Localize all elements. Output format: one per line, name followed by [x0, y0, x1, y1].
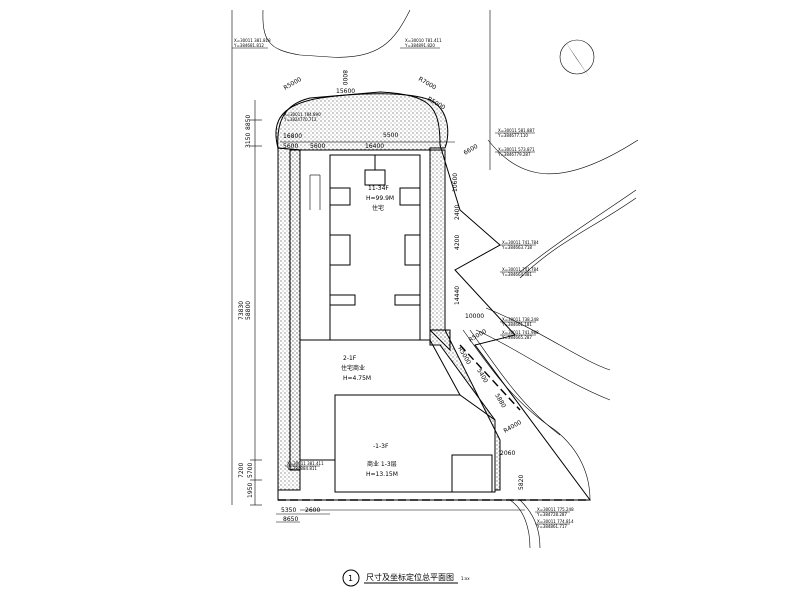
- dim-bottom-a: 5350: [281, 507, 296, 514]
- coord-c12-x: X=30011 774.814: [537, 519, 574, 524]
- coord-c7-x: X=30011 741.784: [502, 267, 539, 272]
- landscape-belt-east: [429, 149, 501, 491]
- drawing-number: 1: [348, 574, 353, 583]
- coord-c9-y: Y=384665.287: [501, 335, 532, 340]
- dim-right-g: 2060: [500, 450, 515, 457]
- drawing-number-circle: [342, 569, 360, 587]
- coord-c12-y: Y=384861.717: [536, 524, 567, 529]
- coord-c8-x: X=30011 738.248: [502, 317, 539, 322]
- dim-bottom-b: 2600: [305, 507, 320, 514]
- podium-label-3: H=4.75M: [343, 375, 371, 382]
- dim-right-f: 10000: [465, 313, 484, 320]
- coord-c5-x: X=30011 573.871: [498, 147, 535, 152]
- dim-main-height: 58800: [245, 301, 252, 320]
- dim-top-b: 3150: [245, 133, 252, 148]
- dim-total-height: 73830: [238, 301, 245, 320]
- dim-right-b: 10600: [452, 173, 459, 192]
- north-arrow-icon: [559, 39, 595, 78]
- coord-c6-y: Y=384663.718: [501, 245, 532, 250]
- coord-c1-y: Y=384681.812: [233, 43, 264, 48]
- red-line-diag: [459, 344, 521, 411]
- dim-diag-e: R4000: [503, 419, 523, 435]
- dim-right-h: 5820: [518, 475, 525, 490]
- dim-bot-b: 5700: [247, 463, 254, 478]
- podium-label-2: 住宅商业: [341, 364, 365, 372]
- coord-c11-y: Y=384728.287: [536, 512, 567, 517]
- dim-arc-r2: 8000: [341, 70, 348, 85]
- coord-c4-x: X=30011 581.887: [498, 128, 535, 133]
- dim-bot-c: 1950: [247, 483, 254, 498]
- coord-c3-y: Y=3824770.712: [283, 117, 317, 122]
- dim-top-w1: 16800: [283, 133, 302, 140]
- drawing-title-text: 尺寸及坐标定位总平面图: [366, 572, 454, 582]
- dim-diag-a: 5400: [475, 368, 489, 385]
- dim-right-a: 6600: [463, 143, 480, 157]
- tower-label-2: H=99.9M: [366, 195, 394, 202]
- dim-top-w2: 5600: [283, 143, 298, 150]
- south-building-annex: [451, 454, 493, 493]
- coord-c9-x: X=30011 741.988: [502, 330, 539, 335]
- dim-diag-b: 5880: [493, 393, 507, 410]
- coord-c8-y: Y=384661.181: [501, 322, 532, 327]
- coord-c10-x: X=30011 381.411: [287, 461, 324, 466]
- tower-label-3: 住宅: [372, 204, 384, 212]
- dim-bot-a: 7200: [238, 463, 245, 478]
- dim-arc-r1: 15600: [336, 88, 355, 95]
- coord-c7-y: Y=384664.381: [501, 272, 532, 277]
- coord-c3-x: X=30011 784.890: [284, 112, 321, 117]
- coord-c4-y: Y=384677.110: [497, 133, 528, 138]
- south-label-1: -1-3F: [373, 443, 389, 450]
- podium-footprint: [299, 339, 461, 461]
- dim-arc-r4: R5000: [283, 76, 303, 92]
- south-label-2: 商业 1-3层: [367, 460, 397, 468]
- landscape-belt-outer: [277, 147, 301, 491]
- dim-arc-r3: R7000: [417, 76, 437, 92]
- drawing-title: 1 尺寸及坐标定位总平面图 1:xx: [342, 569, 470, 587]
- drawing-scale: 1:xx: [461, 576, 470, 581]
- dim-top-w4: 16400: [365, 143, 384, 150]
- tower-footprint: [309, 154, 421, 341]
- south-building-footprint: [334, 394, 496, 493]
- dim-right-c: 2400: [454, 205, 461, 220]
- coord-c5-y: Y=3846779.287: [497, 152, 531, 157]
- coord-c2-y: Y=384891.820: [404, 43, 435, 48]
- dim-top-w5: 5500: [383, 132, 398, 139]
- dim-right-e: 14440: [454, 286, 461, 305]
- dimension-lines: [231, 10, 455, 523]
- site-boundary: [277, 91, 591, 501]
- dim-top-a: 8850: [245, 115, 252, 130]
- south-label-3: H=13.15M: [366, 471, 398, 478]
- podium-label-1: 2-1F: [343, 355, 357, 362]
- tower-label-1: 11-34F: [368, 185, 389, 192]
- landscape-belt: [275, 93, 451, 471]
- coord-c11-x: X=30011 775.248: [537, 507, 574, 512]
- coordinate-callouts: X=30011 381.818 Y=384681.812 X=30010 781…: [232, 38, 574, 529]
- road-lines: [262, 9, 639, 549]
- coord-c10-y: Y=384884.811: [286, 466, 317, 471]
- coord-c2-x: X=30010 781.411: [405, 38, 442, 43]
- dim-top-w3: 5600: [310, 143, 325, 150]
- coord-c6-x: X=30011 741.784: [502, 240, 539, 245]
- coord-c1-x: X=30011 381.818: [234, 38, 271, 43]
- dim-bottom-total: 8650: [283, 516, 298, 523]
- dim-right-d: 4200: [454, 235, 461, 250]
